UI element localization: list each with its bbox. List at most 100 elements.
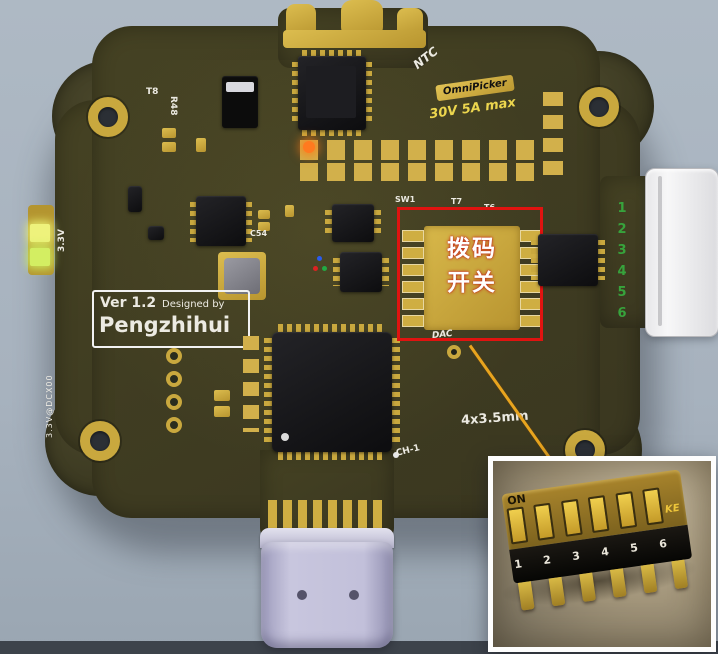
dip-pin-4 <box>609 568 627 598</box>
mcu-body <box>272 332 392 452</box>
tantalum-capacitor-stripe <box>226 82 254 92</box>
t8-label: T8 <box>146 87 159 97</box>
dip-callout-line2: 开关 <box>447 270 497 296</box>
dip-pad-left-3 <box>402 264 424 276</box>
chip-c-left-pins <box>531 240 538 280</box>
usb-rivet-right <box>349 590 359 600</box>
ic-c54-right-pins <box>246 202 252 242</box>
led-dot-green <box>322 266 327 271</box>
dip-actuator-3 <box>560 498 583 537</box>
qfn-chip-bottom-pins <box>302 130 362 136</box>
pad-small-1 <box>162 128 176 138</box>
connector-pin-number-4: 4 <box>617 264 627 279</box>
dip-pad-left-4 <box>402 281 424 293</box>
chip-a-body <box>332 204 374 242</box>
chip-a-right-pins <box>374 210 381 236</box>
dip-actuator-2 <box>533 502 556 541</box>
pad-small-8 <box>214 406 230 417</box>
ring-pad-3 <box>166 394 182 410</box>
pad-small-7 <box>214 390 230 401</box>
connector-pin-number-1: 1 <box>617 201 627 216</box>
jst-connector <box>645 168 718 337</box>
dip-switch-inset: ON KE 1 2 3 4 <box>488 456 716 652</box>
mounting-hole-top-right <box>579 87 619 127</box>
chip-c-body <box>538 234 598 286</box>
led-dot-red <box>313 266 318 271</box>
chip-c-right-pins <box>598 240 605 280</box>
ring-pad-4 <box>166 417 182 433</box>
dip-number-2: 2 <box>542 553 552 568</box>
version-box <box>92 290 250 348</box>
dac-via-pad <box>447 345 461 359</box>
dip-number-5: 5 <box>629 540 639 555</box>
dip-number-1: 1 <box>513 557 523 572</box>
pad-small-2 <box>162 142 176 152</box>
silk-dot-ch1 <box>393 452 399 458</box>
dip-number-3: 3 <box>571 549 581 564</box>
top-pad-strip <box>283 30 426 48</box>
dip-pad-left-1 <box>402 230 424 242</box>
ring-pad-1 <box>166 348 182 364</box>
r48-label: R48 <box>168 96 178 116</box>
dip-actuator-1 <box>506 506 529 545</box>
dip-actuator-5 <box>614 491 637 530</box>
mcu-right-pins <box>392 338 400 446</box>
connector-pin-numbers: 1 2 3 4 5 6 <box>614 202 630 320</box>
pad-small-3 <box>196 138 206 152</box>
dip-pin-1 <box>517 581 535 611</box>
dip-actuator-6 <box>642 487 664 526</box>
dip-pad-left-6 <box>402 315 424 327</box>
qfn-chip-right-pins <box>366 62 372 124</box>
usb-connector-body <box>261 542 393 648</box>
chip-b-right-pins <box>382 258 389 286</box>
mcu-top-pins <box>278 324 386 332</box>
dip-actuator-4 <box>587 495 610 534</box>
pad-small-6 <box>285 205 294 217</box>
mounting-hole-top-left <box>88 97 128 137</box>
author-label: Pengzhihui <box>99 313 231 337</box>
dip-pin-3 <box>579 572 597 603</box>
designed-by-label: Designed by <box>162 299 225 310</box>
status-led-2 <box>30 248 50 266</box>
usb-edge-fingers <box>268 500 388 528</box>
dip-pin-5 <box>640 563 658 594</box>
pad-small-5 <box>258 222 270 231</box>
dip-pin-2 <box>548 576 566 607</box>
side-code-label: 3.3V@DCX00 <box>45 374 54 438</box>
ring-pad-2 <box>166 371 182 387</box>
mounting-hole-bottom-left <box>80 421 120 461</box>
dip-switch-body: ON KE 1 2 3 4 <box>501 469 700 615</box>
qfn-chip-top-pins <box>302 50 362 56</box>
rail-3v3-label: 3.3V <box>57 229 67 252</box>
connector-pin-number-2: 2 <box>617 222 627 237</box>
inductor-body <box>224 258 260 294</box>
c54-label: C54 <box>250 229 268 238</box>
dip-pad-left-5 <box>402 298 424 310</box>
chip-b-left-pins <box>333 258 340 286</box>
pad-small-4 <box>258 210 270 219</box>
capacitor-bank-row-1 <box>300 140 540 160</box>
led-dot-blue <box>317 256 322 261</box>
mcu-left-pins <box>264 338 272 446</box>
connector-pin-number-5: 5 <box>617 285 627 300</box>
power-led-glow <box>303 141 315 153</box>
qfn-chip-left-pins <box>292 62 298 124</box>
qfn-chip-die <box>306 66 356 118</box>
t7-label: T7 <box>451 197 463 206</box>
dip-number-4: 4 <box>600 545 610 560</box>
connector-pin-number-3: 3 <box>617 243 627 258</box>
capacitor-bank-row-2 <box>300 163 540 181</box>
ic-c54-left-pins <box>190 202 196 242</box>
mcu-pin1-dot <box>281 433 289 441</box>
sw1-label: SW1 <box>395 195 416 204</box>
dip-callout-line1: 拨码 <box>447 236 497 262</box>
capacitor-column-mcu-left <box>243 336 259 432</box>
capacitor-column-right <box>543 92 563 182</box>
jst-connector-groove <box>658 176 662 326</box>
dip-switch-inset-photo: ON KE 1 2 3 4 <box>493 461 711 647</box>
usb-rivet-left <box>297 590 307 600</box>
diode <box>128 186 142 212</box>
mcu-bottom-pins <box>278 452 386 460</box>
dip-pad-left-2 <box>402 247 424 259</box>
